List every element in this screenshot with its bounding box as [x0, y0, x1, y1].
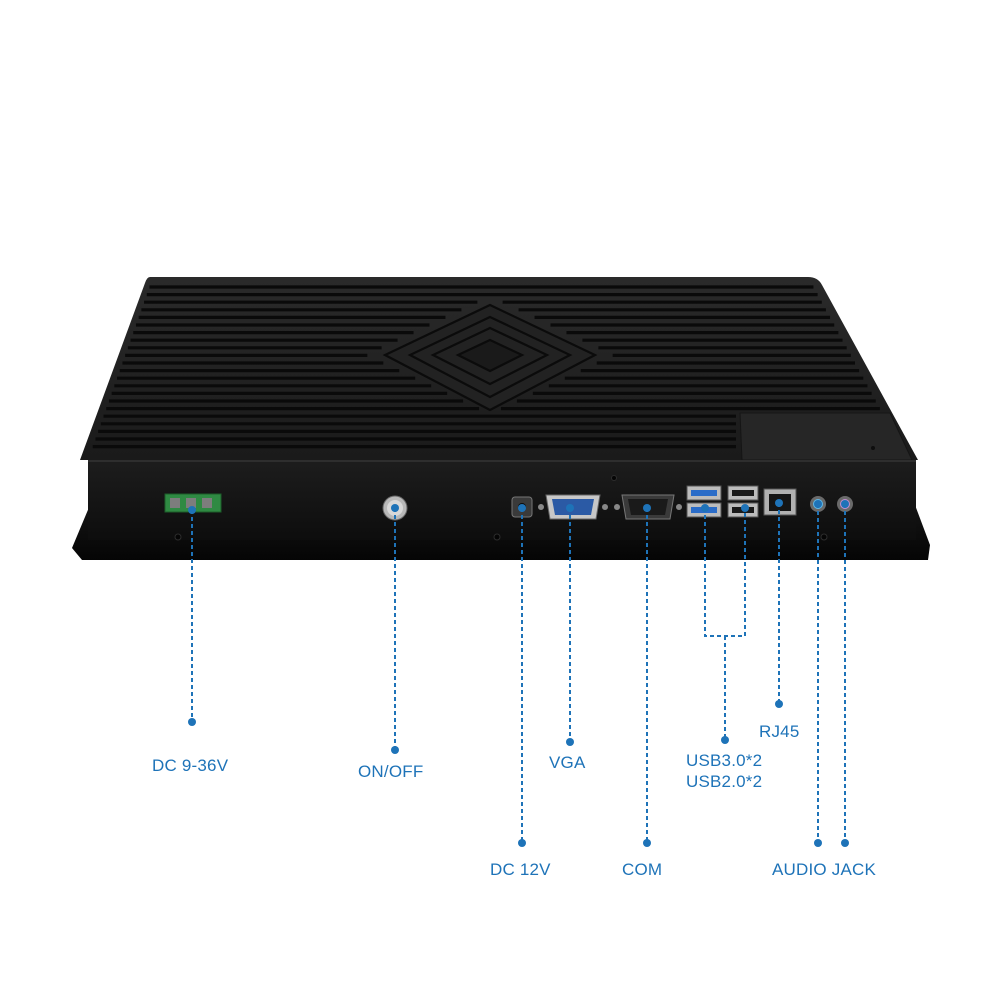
label-com: COM — [622, 860, 663, 879]
callout-dot — [188, 506, 196, 514]
label-usb-group: USB3.0*2 USB2.0*2 — [686, 750, 762, 792]
label-usb3: USB3.0*2 — [686, 751, 763, 770]
callout-dot — [518, 504, 526, 512]
device-top-pad — [739, 412, 913, 461]
callout-dot — [391, 504, 399, 512]
label-vga: VGA — [549, 753, 586, 772]
label-dc-12v: DC 12V — [490, 860, 551, 879]
callout-dot — [391, 746, 399, 754]
callout-dot — [841, 500, 849, 508]
callout-dot — [188, 718, 196, 726]
label-on-off: ON/OFF — [358, 762, 424, 781]
callout-dot — [814, 839, 822, 847]
dc-9-36v-terminal — [164, 493, 222, 513]
callout-dot — [518, 839, 526, 847]
label-usb2: USB2.0*2 — [686, 772, 763, 791]
heatsink-diamond-emblem — [382, 303, 598, 412]
callout-dot — [566, 504, 574, 512]
label-dc-9-36v: DC 9-36V — [152, 756, 229, 775]
callout-leader-lines — [191, 503, 846, 843]
label-audio-jack: AUDIO JACK — [772, 860, 877, 879]
callout-dot — [741, 504, 749, 512]
callout-dot — [814, 500, 822, 508]
callout-dot — [566, 738, 574, 746]
callout-dot — [643, 504, 651, 512]
callout-dot — [701, 504, 709, 512]
callout-dot — [775, 499, 783, 507]
callout-dot — [841, 839, 849, 847]
callout-dot — [643, 839, 651, 847]
callout-dots — [188, 499, 849, 847]
callout-dot — [775, 700, 783, 708]
callout-dot — [721, 736, 729, 744]
heatsink-fins — [92, 285, 880, 449]
label-rj45: RJ45 — [759, 722, 800, 741]
